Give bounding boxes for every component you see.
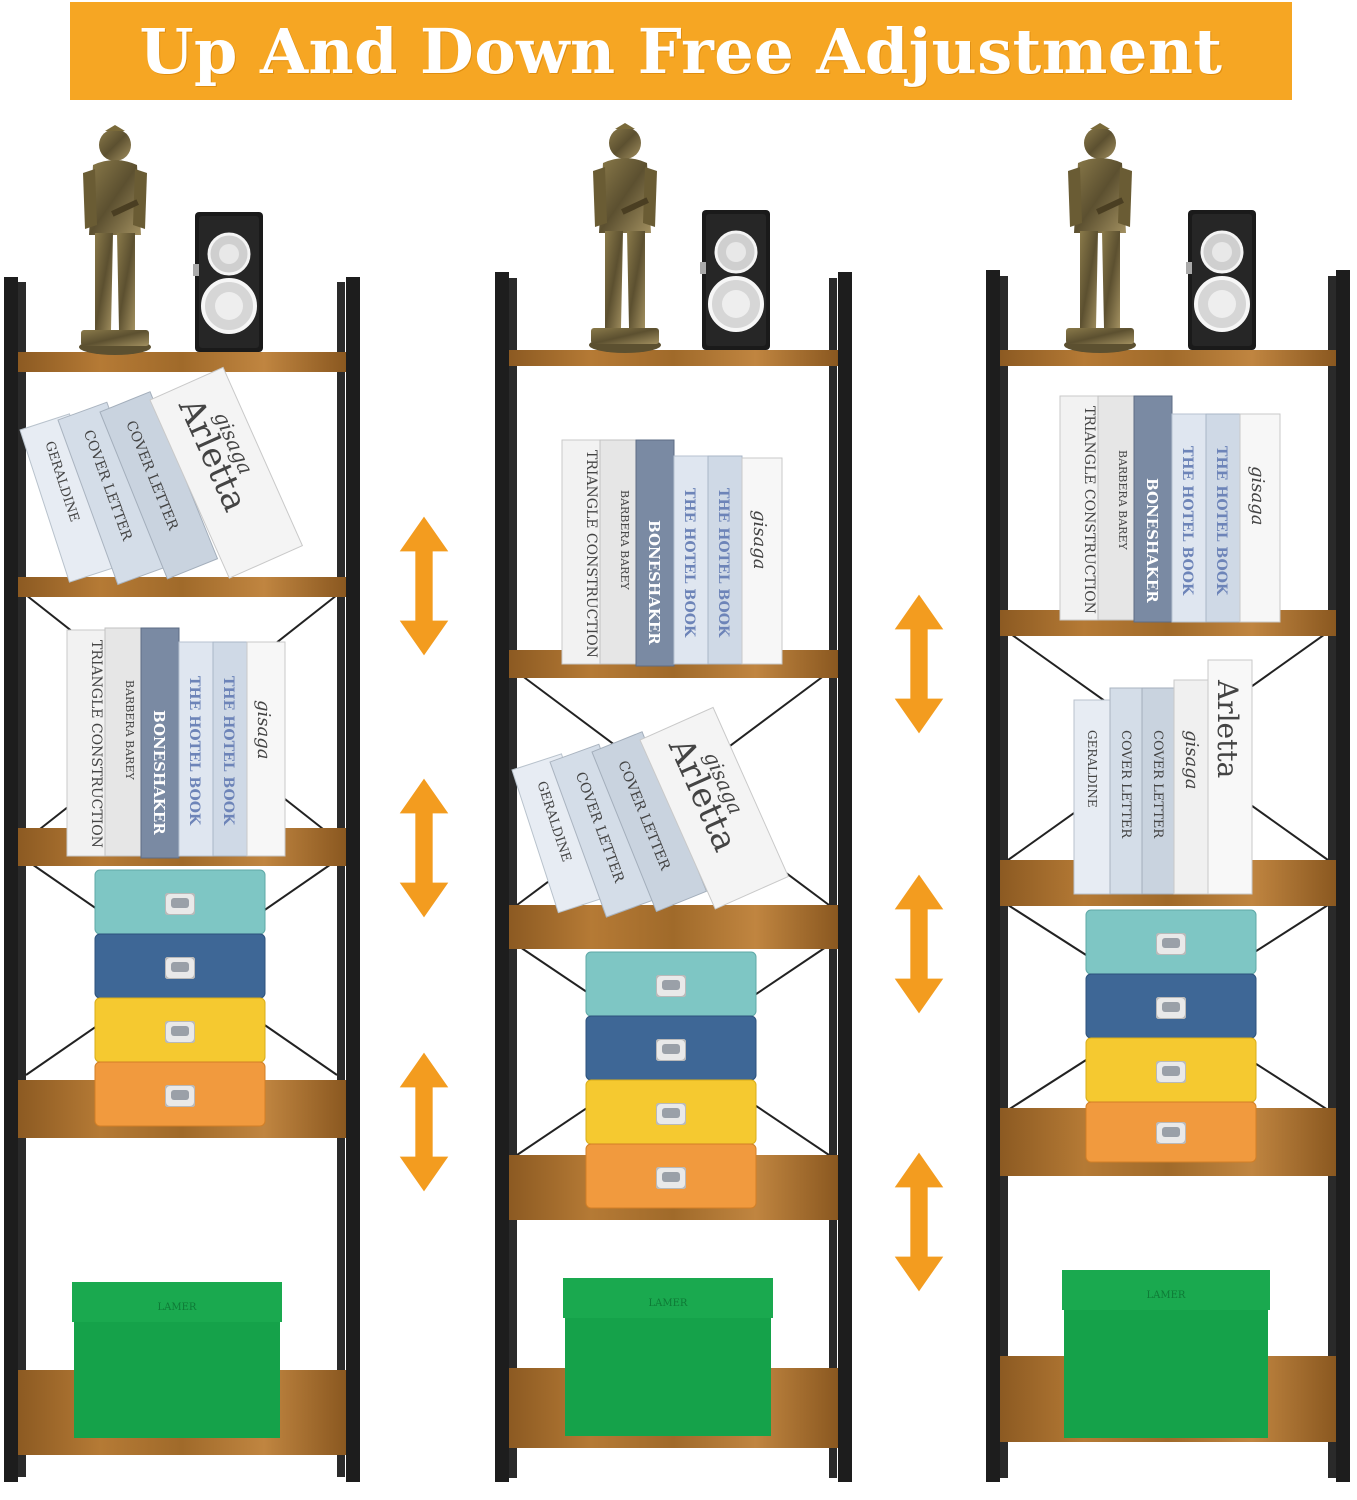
book-title: gisaga (253, 700, 274, 760)
banner: Up And Down Free Adjustment (70, 2, 1292, 100)
shelf-board (18, 577, 346, 597)
book-title: THE HOTEL BOOK (1213, 446, 1229, 596)
book-title: BARBERA BAREY (1116, 450, 1129, 550)
double-arrow-icon (894, 874, 944, 1014)
book-title: THE HOTEL BOOK (1179, 446, 1195, 596)
shelf-board (509, 350, 838, 366)
box-label: LAMER (1147, 1290, 1186, 1301)
book-title: BONESHAKER (150, 710, 168, 835)
gift-box: LAMER (1062, 1270, 1270, 1438)
gift-box: LAMER (563, 1278, 773, 1436)
book-title: TRIANGLE CONSTRUCTION (1081, 406, 1097, 614)
book-title: TRIANGLE CONSTRUCTION (88, 640, 104, 848)
shelf-board (1000, 350, 1336, 366)
book-title: BONESHAKER (645, 520, 663, 645)
book-title: BONESHAKER (1143, 478, 1161, 603)
vintage-camera-icon (1186, 210, 1258, 350)
knight-figurine-icon (79, 125, 151, 355)
book-title: BARBERA BAREY (618, 490, 631, 590)
books-upright: TRIANGLE CONSTRUCTION BARBERA BAREY BONE… (66, 627, 286, 859)
drawer-stack (1085, 909, 1257, 1163)
knight-figurine-icon (1064, 123, 1136, 353)
books-upright: TRIANGLE CONSTRUCTION BARBERA BAREY BONE… (1059, 395, 1281, 623)
book-subtitle: gisaga (1181, 730, 1202, 790)
vintage-camera-icon (193, 212, 265, 352)
book-title: gisaga (1247, 466, 1268, 526)
double-arrow-icon (399, 778, 449, 918)
double-arrow-icon (894, 594, 944, 734)
shelf-board (18, 352, 346, 372)
box-label: LAMER (158, 1302, 197, 1313)
book-title: GERALDINE (1085, 730, 1099, 808)
shelf-board (509, 905, 838, 949)
double-arrow-icon (894, 1152, 944, 1292)
book-title: Arletta (1211, 679, 1244, 778)
banner-title: Up And Down Free Adjustment (139, 14, 1223, 88)
knight-figurine-icon (589, 123, 661, 353)
drawer-stack (94, 869, 266, 1127)
books-slanted: GERALDINE COVER LETTER COVER LETTER Arle… (511, 706, 789, 918)
book-title: THE HOTEL BOOK (220, 676, 236, 826)
book-title: TRIANGLE CONSTRUCTION (583, 450, 599, 658)
book-title: gisaga (749, 510, 770, 570)
double-arrow-icon (399, 1052, 449, 1192)
book-title: BARBERA BAREY (123, 680, 136, 780)
bookshelf-left: GERALDINE COVER LETTER COVER LETTER Arle… (4, 125, 360, 1482)
book-title: THE HOTEL BOOK (186, 676, 202, 826)
bookshelf-right: TRIANGLE CONSTRUCTION BARBERA BAREY BONE… (986, 123, 1350, 1482)
gift-box: LAMER (72, 1282, 282, 1438)
drawer-stack (585, 951, 757, 1209)
book-title: THE HOTEL BOOK (681, 488, 697, 638)
box-label: LAMER (649, 1298, 688, 1309)
books-upright: TRIANGLE CONSTRUCTION BARBERA BAREY BONE… (561, 439, 783, 667)
vintage-camera-icon (700, 210, 772, 350)
bookshelf-middle: TRIANGLE CONSTRUCTION BARBERA BAREY BONE… (495, 123, 852, 1482)
books-slanted: GERALDINE COVER LETTER COVER LETTER Arle… (19, 366, 304, 586)
book-title: COVER LETTER (1118, 730, 1133, 839)
book-title: THE HOTEL BOOK (715, 488, 731, 638)
double-arrow-icon (399, 516, 449, 656)
book-title: COVER LETTER (1150, 730, 1165, 839)
books-upright-second: GERALDINE COVER LETTER COVER LETTER gisa… (1073, 659, 1253, 895)
